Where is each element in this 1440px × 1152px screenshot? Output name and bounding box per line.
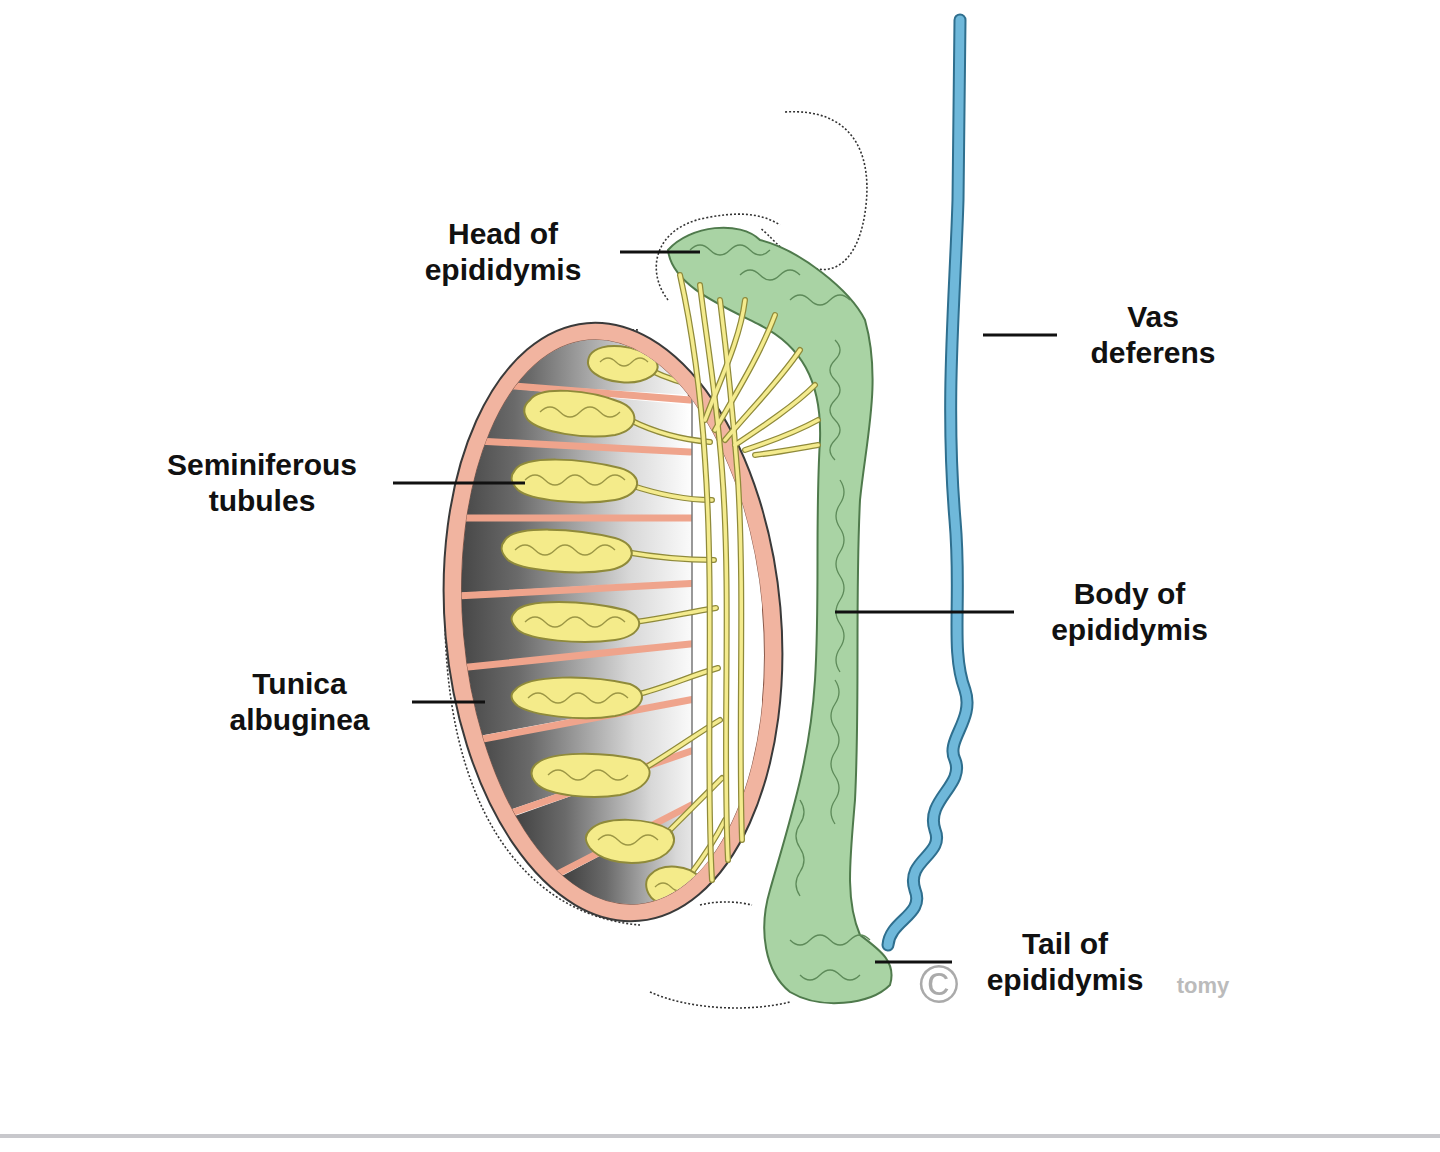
efferent-ducts <box>680 275 818 880</box>
septa <box>420 380 705 882</box>
seminiferous-tubule-mass <box>502 346 702 906</box>
leader-line <box>393 252 1057 962</box>
tunica-albuginea-shape <box>419 308 806 935</box>
watermark: © <box>914 952 964 1016</box>
mediastinum-edge <box>691 340 693 900</box>
part-label: Head of epididymis <box>393 216 613 288</box>
lobule-shading <box>420 300 720 940</box>
tubule-coils <box>515 358 687 891</box>
part-label: Body of epididymis <box>1022 576 1237 648</box>
vas-deferens-shape <box>888 20 967 945</box>
part-label: Seminiferous tubules <box>137 447 387 519</box>
part-label: Tunica albuginea <box>197 666 402 738</box>
bottom-bar <box>0 1134 1440 1138</box>
epididymis-shape <box>668 228 892 1003</box>
watermark: tomy <box>1168 972 1238 1000</box>
part-label: Vas deferens <box>1068 299 1238 371</box>
part-label: Tail of epididymis <box>960 926 1170 998</box>
